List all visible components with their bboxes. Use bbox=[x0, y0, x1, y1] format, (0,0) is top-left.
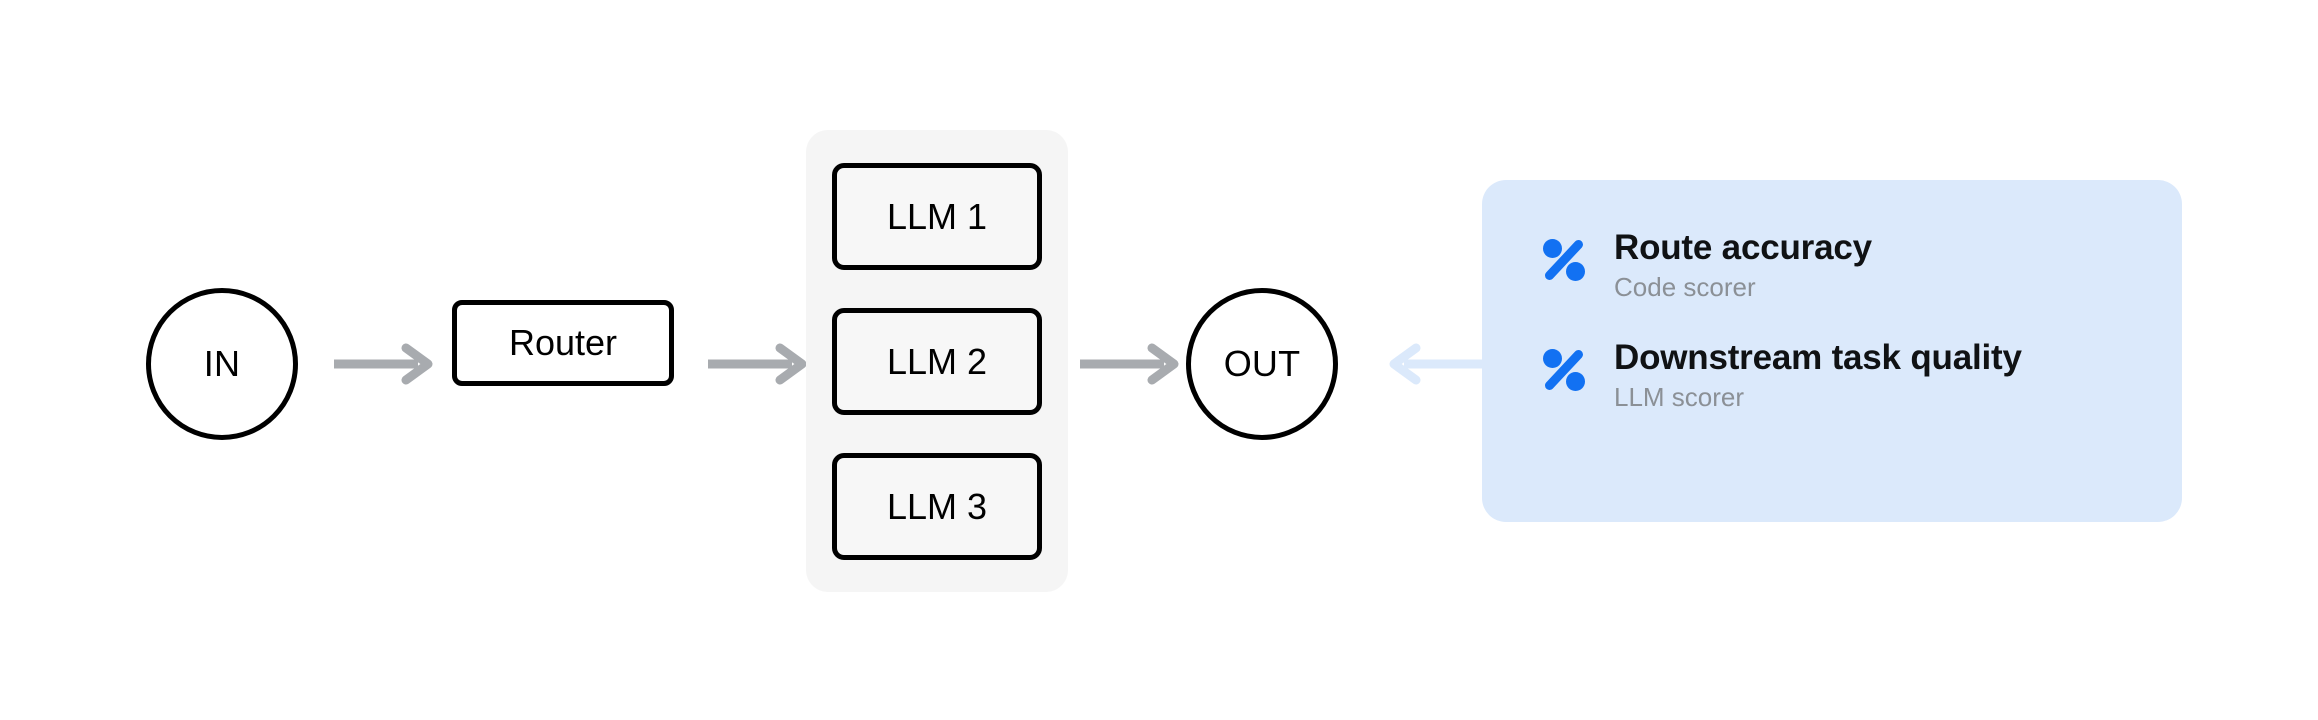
scorer-title: Downstream task quality bbox=[1614, 337, 2022, 377]
scorers-panel: Route accuracy Code scorer Downstream ta… bbox=[1482, 180, 2182, 522]
arrow-scorers-to-out bbox=[1389, 343, 1496, 385]
node-output-label: OUT bbox=[1223, 343, 1301, 384]
node-router[interactable]: Router bbox=[452, 300, 674, 386]
scorer-item[interactable]: Downstream task quality LLM scorer bbox=[1540, 338, 2182, 414]
scorer-subtitle: Code scorer bbox=[1614, 272, 1756, 303]
scorer-item-text: Downstream task quality LLM scorer bbox=[1614, 338, 2182, 414]
llm-box-3-label: LLM 3 bbox=[886, 485, 988, 527]
node-input-label: IN bbox=[203, 343, 241, 384]
scorer-item-text: Route accuracy Code scorer bbox=[1614, 228, 2182, 304]
llm-box-1-label: LLM 1 bbox=[886, 195, 988, 237]
node-input[interactable]: IN bbox=[146, 288, 298, 440]
node-router-label: Router bbox=[508, 322, 618, 363]
llm-group-container: LLM 1 LLM 2 LLM 3 bbox=[806, 130, 1068, 592]
scorer-item[interactable]: Route accuracy Code scorer bbox=[1540, 228, 2182, 304]
llm-box-2[interactable]: LLM 2 bbox=[832, 308, 1042, 415]
llm-box-2-label: LLM 2 bbox=[886, 340, 988, 382]
scorer-title: Route accuracy bbox=[1614, 228, 1872, 267]
arrow-llms-to-out bbox=[1080, 343, 1179, 385]
arrow-router-to-llms bbox=[708, 343, 807, 385]
scorer-subtitle: LLM scorer bbox=[1614, 381, 1745, 412]
llm-box-3[interactable]: LLM 3 bbox=[832, 453, 1042, 560]
node-output[interactable]: OUT bbox=[1186, 288, 1338, 440]
llm-box-1[interactable]: LLM 1 bbox=[832, 163, 1042, 270]
arrow-in-to-router bbox=[334, 343, 433, 385]
percent-icon bbox=[1543, 239, 1585, 281]
percent-icon bbox=[1543, 348, 1585, 391]
